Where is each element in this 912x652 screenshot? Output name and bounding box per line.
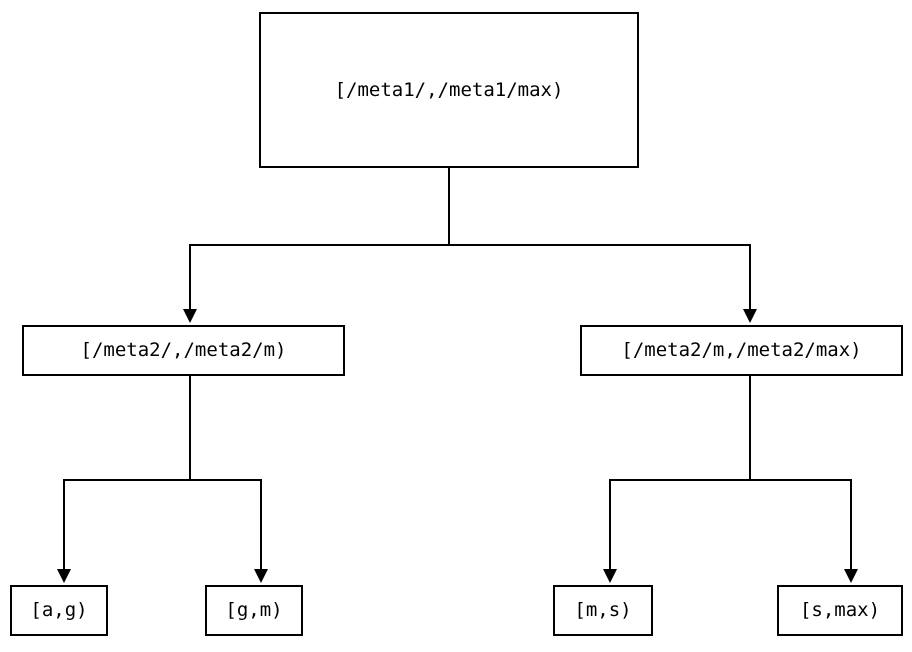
tree-node-leaf-ag[interactable]: [a,g) [10,585,108,636]
edge-arrowhead-icon [254,569,268,583]
edge-arrowhead-icon [743,309,757,323]
edge-line [448,168,751,309]
edge-line [189,376,262,569]
tree-node-leaf-smax[interactable]: [s,max) [777,585,903,636]
tree-node-label: [a,g) [30,599,88,621]
edge-arrowhead-icon [603,569,617,583]
tree-node-label: [/meta2/m,/meta2/max) [621,339,862,361]
edge-arrowhead-icon [57,569,71,583]
tree-node-label: [g,m) [225,599,283,621]
edge-meta2high-ms [603,376,751,583]
tree-node-label: [/meta1/,/meta1/max) [334,78,564,101]
tree-node-label: [s,max) [799,599,881,621]
edge-line [609,376,751,569]
edge-arrowhead-icon [183,309,197,323]
tree-node-label: [m,s) [574,599,632,621]
edge-meta2high-smax [749,376,858,583]
edge-line [189,168,450,309]
edge-line [63,376,191,569]
edge-root-meta2low [183,168,450,323]
tree-node-leaf-ms[interactable]: [m,s) [553,585,653,636]
tree-node-meta2-low[interactable]: [/meta2/,/meta2/m) [22,325,345,376]
edge-meta2low-gm [189,376,268,583]
edge-meta2low-ag [57,376,191,583]
edge-arrowhead-icon [844,569,858,583]
edge-line [749,376,852,569]
tree-node-root[interactable]: [/meta1/,/meta1/max) [259,12,639,168]
tree-node-leaf-gm[interactable]: [g,m) [205,585,303,636]
tree-node-label: [/meta2/,/meta2/m) [80,339,287,361]
tree-node-meta2-high[interactable]: [/meta2/m,/meta2/max) [580,325,903,376]
edge-root-meta2high [448,168,757,323]
